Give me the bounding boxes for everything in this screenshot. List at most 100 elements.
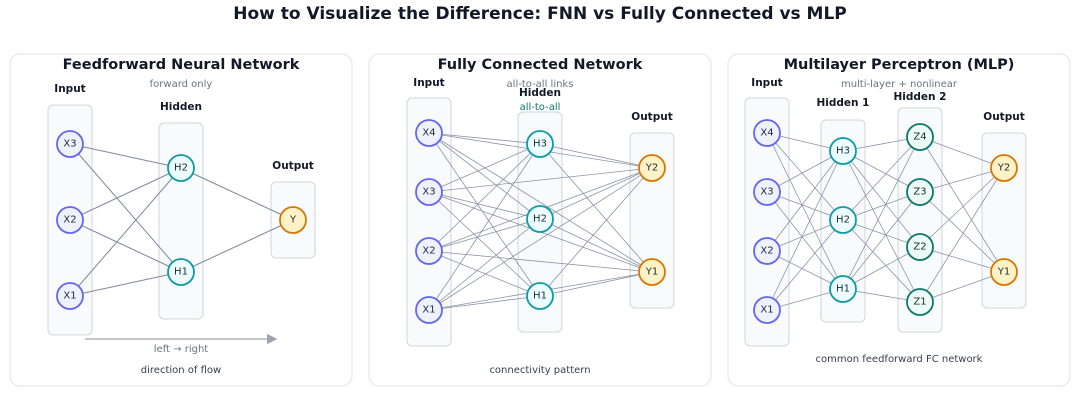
mlp-hidden1-node-label: H1 [836,284,850,295]
fnn-edge [69,143,182,273]
fnn-inputs-node-label: X3 [63,139,76,150]
fnn-hidden-column [158,122,204,320]
fnn-hidden-node [167,258,195,286]
fnn-outputs-node-label: Y [289,215,297,226]
network-nodes: X3X2X1H2H1YX4X3X2X1H3H2H1Y2Y1X4X3X2X1H3H… [56,119,1018,324]
fc-outputs-node [638,154,666,182]
fc-edge [428,132,541,297]
mlp-hidden2-node-label: Z1 [913,297,926,308]
mlp-edge [766,150,844,193]
mlp-outputs-node-label: Y2 [997,163,1010,174]
mlp-hidden2-node [906,178,934,206]
fc-outputs-node-label: Y2 [645,163,658,174]
fnn-connections [69,143,294,297]
fc-hidden-sublabel: all-to-all [520,102,561,113]
mlp-edge [766,132,844,221]
fc-edge [428,218,541,311]
fc-hidden-node [526,282,554,310]
fc-inputs-node-label: X4 [422,128,435,139]
fc-edge [428,132,653,273]
mlp-hidden2-node [906,288,934,316]
mlp-hidden2-node-label: Z2 [913,242,926,253]
fc-hidden-node [526,130,554,158]
fc-input-label: Input [413,77,444,89]
mlp-outputs-node [990,258,1018,286]
fc-edge [539,143,653,273]
fc-edge [428,167,653,311]
fc-edge [428,143,541,311]
mlp-edge [842,136,921,290]
fc-subtitle: all-to-all links [507,79,574,90]
mlp-edge [766,150,844,311]
fnn-edge [69,271,182,297]
fnn-inputs-node-label: X1 [63,291,76,302]
fc-edge [428,132,541,220]
mlp-edge [919,136,1005,273]
fnn-hidden-node [167,154,195,182]
mlp-inputs-node [753,237,781,265]
fc-inputs-node-label: X3 [422,187,435,198]
mlp-edge [842,246,921,290]
fc-edge [428,218,541,252]
mlp-edge [919,136,1005,169]
fc-hidden-label: Hidden [519,87,561,99]
mlp-edge [766,150,844,252]
fc-inputs-node [415,237,443,265]
mlp-hidden2-node-label: Z4 [913,132,926,143]
mlp-edge [919,271,1005,303]
fnn-caption: direction of flow [141,365,221,376]
mlp-edge [919,167,1005,193]
mlp-edge [919,167,1005,248]
fc-edge [428,250,541,297]
mlp-input-label: Input [751,77,782,89]
mlp-hidden1-label: Hidden 1 [817,97,870,109]
fc-output-label: Output [631,111,672,123]
fc-input-column [406,97,452,347]
fnn-input-label: Input [54,83,85,95]
mlp-title: Multilayer Perceptron (MLP) [784,57,1015,73]
fnn-edge [180,167,294,221]
mlp-edge [842,219,921,303]
mlp-edge [919,167,1005,303]
fnn-output-label: Output [272,160,313,172]
fc-inputs-node-label: X2 [422,246,435,257]
fc-edge [539,167,653,220]
fnn-title: Feedforward Neural Network [63,57,300,73]
mlp-hidden1-node-label: H2 [836,215,850,226]
mlp-edge [766,132,844,290]
mlp-hidden2-node [906,123,934,151]
fnn-inputs-node-label: X2 [63,215,76,226]
fc-hidden-node-label: H3 [533,139,547,150]
mlp-subtitle: multi-layer + nonlinear [841,79,958,90]
fc-inputs-node-label: X1 [422,305,435,316]
fnn-hidden-node-label: H1 [174,267,188,278]
mlp-edge [842,150,921,303]
mlp-inputs-node-label: X2 [760,246,773,257]
fnn-edge [180,219,294,273]
mlp-hidden2-node [906,233,934,261]
mlp-edge [766,191,844,290]
fc-inputs-node [415,296,443,324]
mlp-edge [842,150,921,248]
fnn-inputs-node [56,206,84,234]
fc-edge [428,191,541,297]
fc-edge [428,167,653,193]
fc-hidden-node-label: H1 [533,291,547,302]
mlp-edge [842,191,921,290]
fc-inputs-node [415,119,443,147]
fc-edge [428,295,541,311]
mlp-hidden1-node [829,206,857,234]
mlp-edge [766,219,844,311]
fc-outputs-node-label: Y1 [645,267,658,278]
fc-inputs-node [415,178,443,206]
fnn-outputs-node [279,206,307,234]
flow-arrow-label: left → right [154,344,209,355]
fc-caption: connectivity pattern [489,365,590,376]
mlp-hidden1-node [829,137,857,165]
fc-edge [539,271,653,297]
fnn-inputs-node [56,282,84,310]
mlp-inputs-node [753,119,781,147]
fnn-edge [69,219,182,273]
mlp-edge [919,246,1005,273]
